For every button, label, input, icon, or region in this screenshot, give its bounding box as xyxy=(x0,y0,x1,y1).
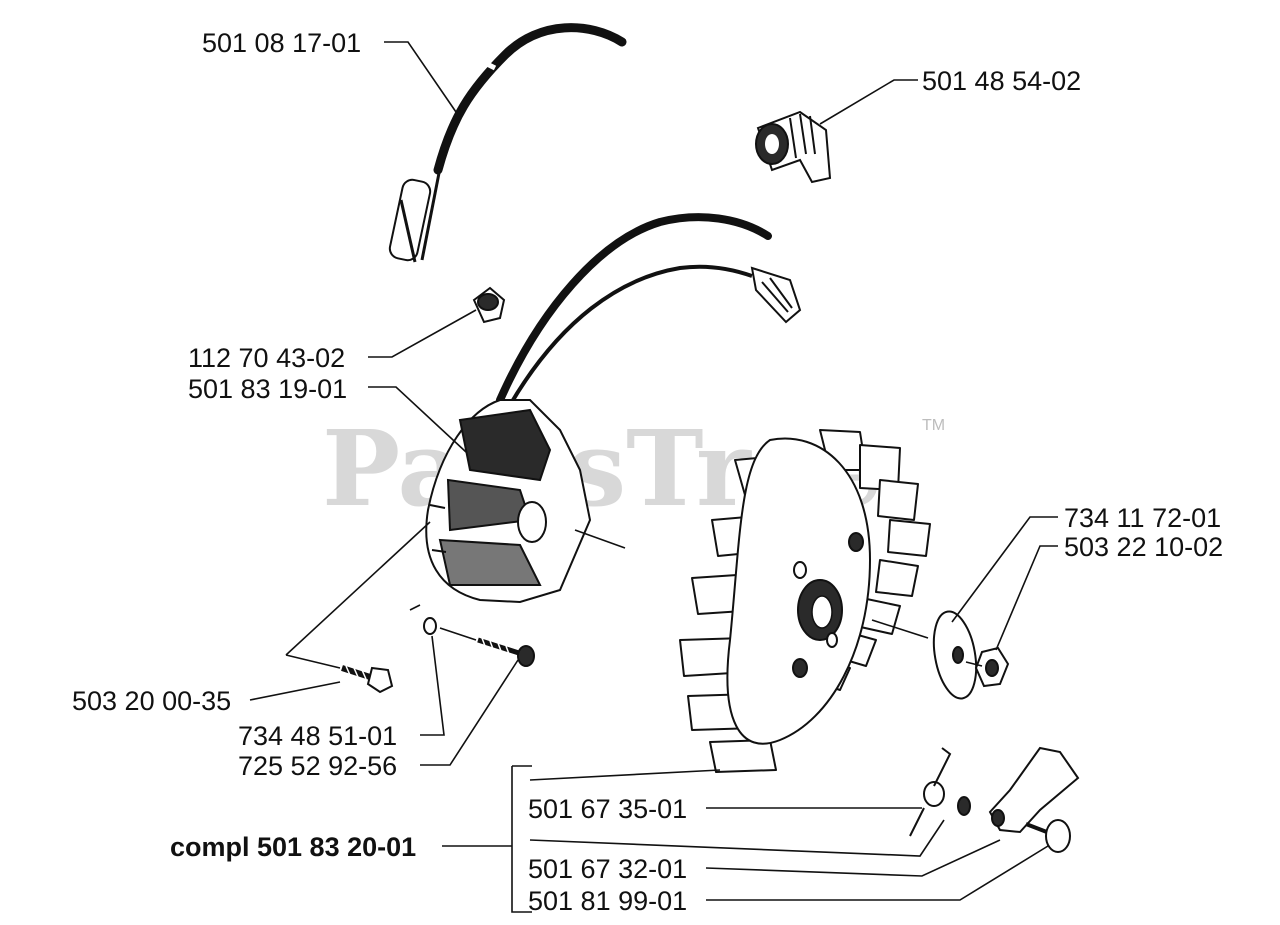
label-ignition-lead: 501 08 17-01 xyxy=(202,28,361,58)
pawl-part xyxy=(988,746,1080,834)
grommet-part xyxy=(472,286,506,324)
screw-part xyxy=(477,637,535,667)
label-washer: 734 11 72-01 xyxy=(1064,503,1221,533)
label-flywheel: 501 67 35-01 xyxy=(528,794,687,824)
label-grommet: 112 70 43-02 xyxy=(188,343,345,373)
spring-washer-part xyxy=(423,617,437,635)
pawl-bolt-part xyxy=(1025,819,1071,853)
label-spring: 501 67 32-01 xyxy=(528,854,687,884)
label-nut: 503 22 10-02 xyxy=(1064,532,1223,562)
label-module-screw: 503 20 00-35 xyxy=(72,686,231,716)
ignition-module-part xyxy=(425,213,802,604)
label-spring-washer: 734 48 51-01 xyxy=(238,721,397,751)
leader-lines xyxy=(249,41,1058,913)
watermark-trademark: TM xyxy=(922,417,945,434)
plug-cap-part xyxy=(755,110,832,184)
label-plug-cap: 501 48 54-02 xyxy=(922,66,1081,96)
module-screw-part xyxy=(341,665,394,694)
ignition-lead-part xyxy=(388,23,627,263)
washer-part xyxy=(932,610,978,700)
flywheel-part xyxy=(679,429,931,773)
label-assembly: compl 501 83 20-01 xyxy=(170,832,416,862)
nut-part xyxy=(974,646,1010,688)
spring-part xyxy=(909,747,971,837)
label-ignition-module: 501 83 19-01 xyxy=(188,374,347,404)
label-pawl-bolt: 501 81 99-01 xyxy=(528,886,687,916)
label-screw: 725 52 92-56 xyxy=(238,751,397,781)
